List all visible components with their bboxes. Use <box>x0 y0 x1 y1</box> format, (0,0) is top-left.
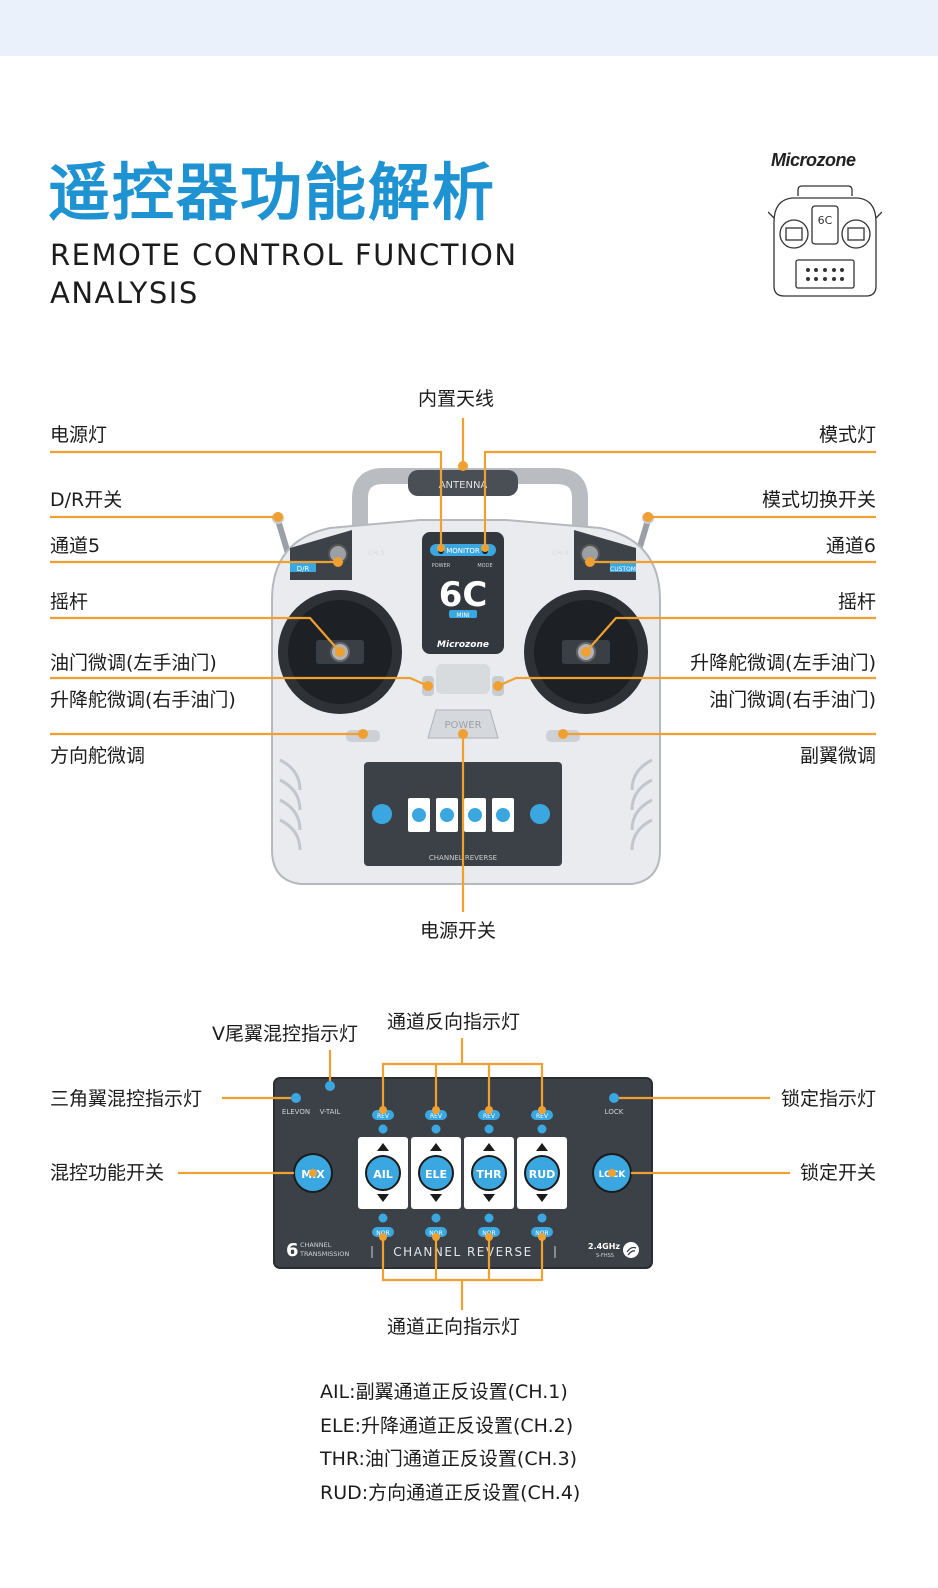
callout-aileron-trim: 副翼微调 <box>799 745 876 767</box>
elevon-led-icon <box>291 1093 301 1103</box>
callout-stick-right: 摇杆 <box>837 591 876 613</box>
nor-led-thr-icon <box>484 1213 494 1223</box>
six-text: 6 <box>286 1240 299 1261</box>
rev-led-ail-icon <box>378 1124 388 1134</box>
antenna-plate <box>408 470 518 496</box>
callout-dr-switch: D/R开关 <box>50 489 123 511</box>
callout-elevator-trim-left: 升降舵微调(左手油门) <box>690 652 876 674</box>
callout-ch5: 通道5 <box>50 535 101 557</box>
page-subtitle: REMOTE CONTROL FUNCTION ANALYSIS <box>50 236 518 312</box>
channel-panel-illustration: ELEVON V-TAIL LOCK REV REV REV REV AIL E… <box>178 1038 790 1310</box>
thr-label: THR <box>476 1168 502 1181</box>
rev-led-thr-icon <box>484 1124 494 1134</box>
rev-badges <box>372 1110 553 1120</box>
callout-power-led: 电源灯 <box>50 424 108 446</box>
mode-small-text: MODE <box>477 563 492 569</box>
callout-lock-led: 锁定指示灯 <box>780 1088 876 1110</box>
monitor-screen <box>422 532 504 654</box>
ail-button <box>365 1155 401 1191</box>
monitor-brand-text: Microzone <box>437 640 489 650</box>
transmission-text: TRANSMISSION <box>299 1250 349 1258</box>
subtitle-line-2: ANALYSIS <box>50 276 199 310</box>
dr-switch-text: D/R <box>297 565 310 573</box>
subtitle-line-1: REMOTE CONTROL FUNCTION <box>50 238 518 272</box>
note-ele: ELE:升降通道正反设置(CH.2) <box>320 1415 574 1437</box>
callout-reverse-led: 通道反向指示灯 <box>387 1011 521 1033</box>
lock-small-text: LOCK <box>605 1108 624 1116</box>
ele-label: ELE <box>425 1168 447 1181</box>
ch6-text: CH.4 <box>552 549 569 557</box>
rev-led-rud-icon <box>537 1124 547 1134</box>
vtail-text: V-TAIL <box>320 1108 341 1116</box>
ail-label: AIL <box>373 1168 393 1181</box>
callout-mode-switch: 模式切换开关 <box>761 489 876 511</box>
callout-power-switch: 电源开关 <box>420 920 497 942</box>
callout-antenna: 内置天线 <box>418 388 495 410</box>
vtail-led-icon <box>325 1081 335 1091</box>
callout-vtail-led: V尾翼混控指示灯 <box>212 1023 358 1045</box>
ghz-text: 2.4GHz <box>588 1242 620 1251</box>
elevon-text: ELEVON <box>282 1108 310 1116</box>
svg-text:6C: 6C <box>818 214 833 227</box>
note-rud: RUD:方向通道正反设置(CH.4) <box>320 1482 581 1504</box>
antenna-text: ANTENNA <box>439 480 488 491</box>
transmitter-thumbnail-icon: 6C <box>768 185 882 297</box>
rev-led-ele-icon <box>431 1124 441 1134</box>
power-button <box>427 709 499 739</box>
note-ail: AIL:副翼通道正反设置(CH.1) <box>320 1381 568 1403</box>
rev-ail-text: REV <box>377 1113 390 1120</box>
callout-mode-led: 模式灯 <box>818 424 876 446</box>
nor-led-ail-icon <box>378 1213 388 1223</box>
rud-label: RUD <box>529 1168 556 1181</box>
model-sub-text: MINI <box>456 612 469 619</box>
callout-ch6: 通道6 <box>825 535 876 557</box>
note-thr: THR:油门通道正反设置(CH.3) <box>320 1448 578 1470</box>
transmitter-illustration: ANTENNA D/R CUSTOM CH.5 CH.4 MONITOR POW… <box>50 418 876 912</box>
callout-elevator-trim-right: 升降舵微调(右手油门) <box>50 689 236 711</box>
rev-ele-text: REV <box>430 1113 443 1120</box>
brand-logo: Microzone <box>771 150 856 170</box>
ch5-text: CH.5 <box>368 549 385 557</box>
monitor-text: MONITOR <box>446 547 480 555</box>
rev-rud-text: REV <box>536 1113 549 1120</box>
ele-button <box>418 1155 454 1191</box>
rud-button <box>524 1155 560 1191</box>
power-button-text: POWER <box>444 720 481 731</box>
callout-throttle-trim-left: 油门微调(左手油门) <box>50 652 217 674</box>
channel-reverse-text: CHANNEL REVERSE <box>393 1245 532 1259</box>
callout-rudder-trim: 方向舵微调 <box>50 745 146 767</box>
callout-lock-switch: 锁定开关 <box>799 1162 876 1184</box>
lock-led-icon <box>609 1093 619 1103</box>
callout-stick-left: 摇杆 <box>50 591 89 613</box>
thr-button <box>471 1155 507 1191</box>
rev-thr-text: REV <box>483 1113 496 1120</box>
nor-led-ele-icon <box>431 1213 441 1223</box>
page-title: 遥控器功能解析 <box>48 156 497 229</box>
custom-switch-text: CUSTOM <box>610 566 636 573</box>
wireless-icon <box>623 1242 639 1258</box>
fhss-text: S-FHSS <box>596 1253 614 1259</box>
callout-normal-led: 通道正向指示灯 <box>387 1316 521 1338</box>
callout-mix-switch: 混控功能开关 <box>50 1162 165 1184</box>
callout-elevon-led: 三角翼混控指示灯 <box>50 1088 203 1110</box>
power-small-text: POWER <box>432 563 451 569</box>
nor-led-rud-icon <box>537 1213 547 1223</box>
callout-throttle-trim-right: 油门微调(右手油门) <box>709 689 876 711</box>
model-text: 6C <box>439 575 488 615</box>
channel-word-text: CHANNEL <box>300 1241 332 1249</box>
top-banner <box>0 0 938 56</box>
